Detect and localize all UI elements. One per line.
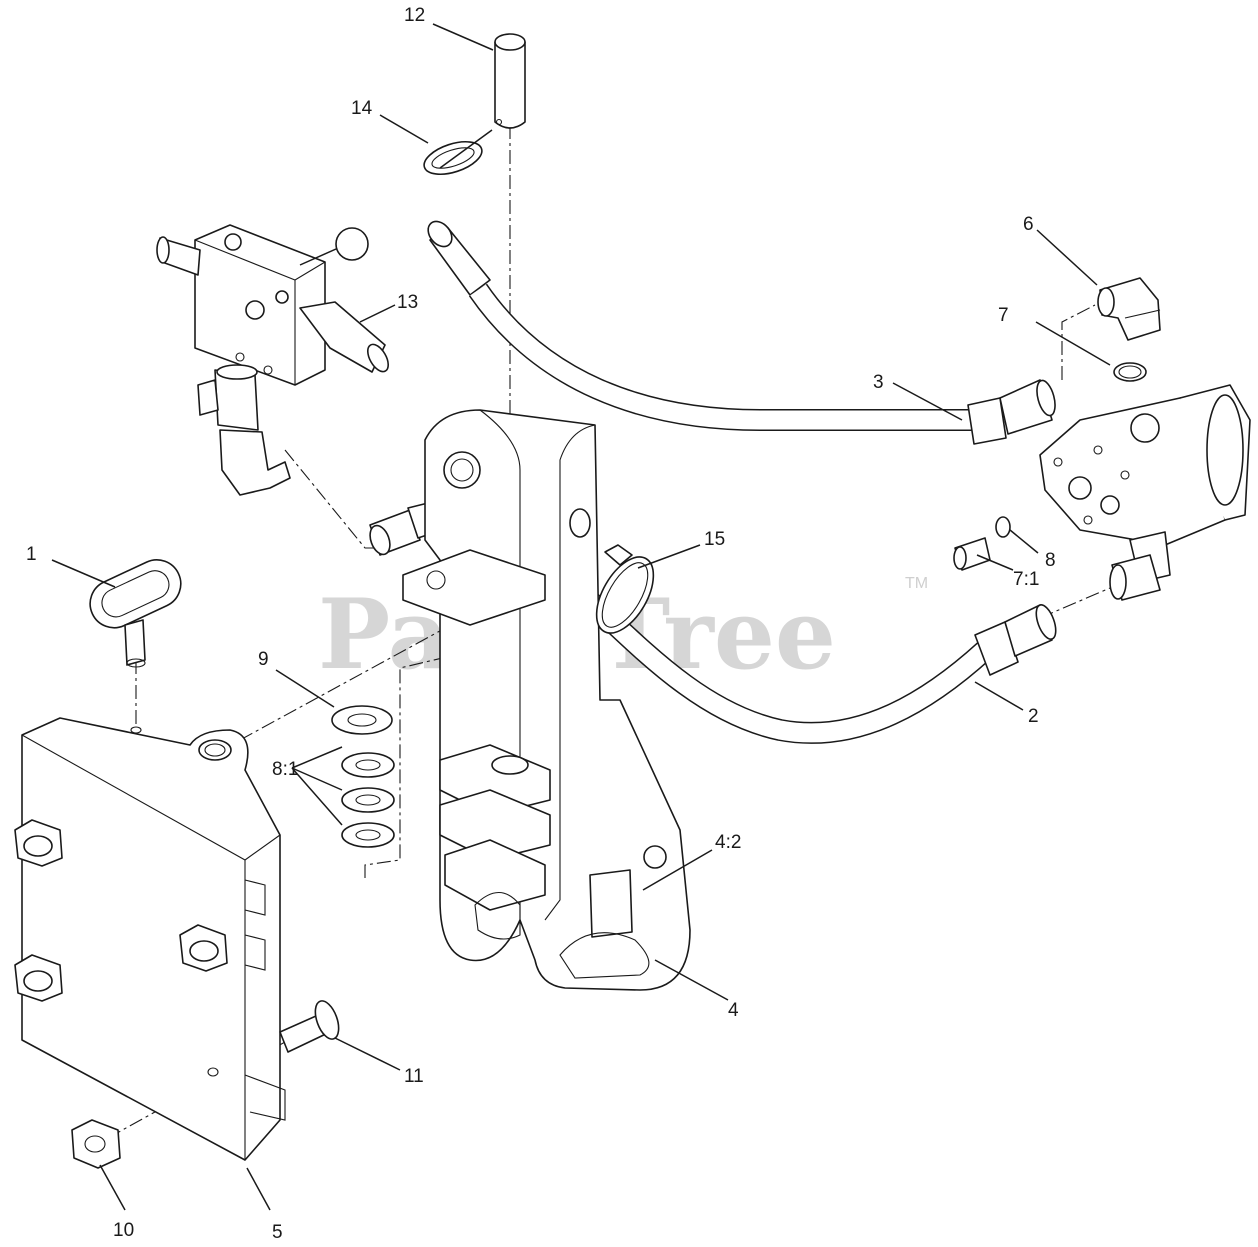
callout-4: 4 [728, 1000, 739, 1021]
valve-part-13 [156, 224, 390, 496]
callout-7: 6 [1023, 214, 1034, 235]
callout-3: 3 [873, 372, 884, 393]
watermark-trademark: TM [905, 575, 928, 592]
washers-part-6 [341, 752, 395, 848]
callout-9: 9 [258, 649, 269, 670]
callout-10: 10 [113, 1220, 134, 1241]
leader-lines [51, 23, 1111, 1211]
callout-1: 1 [26, 544, 37, 565]
washer-part-9 [331, 705, 393, 735]
plate-part-5 [14, 717, 286, 1161]
hose-fitting-upper [427, 220, 491, 296]
callouts: 12 14 13 6 7 3 15 8 7:1 1 9 8:1 2 4:2 4 … [26, 5, 1056, 1243]
hydraulic-motor [1039, 384, 1251, 583]
callout-11: 11 [404, 1066, 424, 1087]
callout-8-1: 8 [1045, 550, 1056, 571]
callout-2: 2 [1028, 706, 1039, 727]
callout-4-2: 4:2 [715, 832, 741, 853]
elbow-fitting-part-7 [1097, 277, 1161, 341]
cable-part-15 [595, 544, 655, 634]
motor-lower-fitting [1109, 554, 1161, 601]
callout-12: 12 [404, 5, 425, 26]
callout-8: 7:1 [1013, 569, 1039, 590]
o-ring-part-7-1 [1113, 362, 1147, 382]
nut-part-10 [71, 1119, 121, 1169]
hair-pin-part-14 [423, 129, 493, 176]
fitting-part-8 [953, 537, 991, 571]
callout-14: 14 [351, 98, 373, 119]
hose-part-3 [468, 283, 1056, 445]
o-ring-part-8-1 [995, 516, 1011, 538]
handle-pin-part-1 [89, 559, 182, 668]
callout-7-1: 7 [998, 305, 1009, 326]
hitch-bracket-part-4 [402, 409, 691, 991]
pin-part-12 [494, 33, 526, 129]
callout-5: 5 [272, 1222, 283, 1243]
callout-6: 8:1 [272, 759, 298, 780]
callout-13: 13 [397, 292, 418, 313]
bolt-part-11 [279, 1000, 340, 1053]
callout-15: 15 [704, 529, 725, 550]
